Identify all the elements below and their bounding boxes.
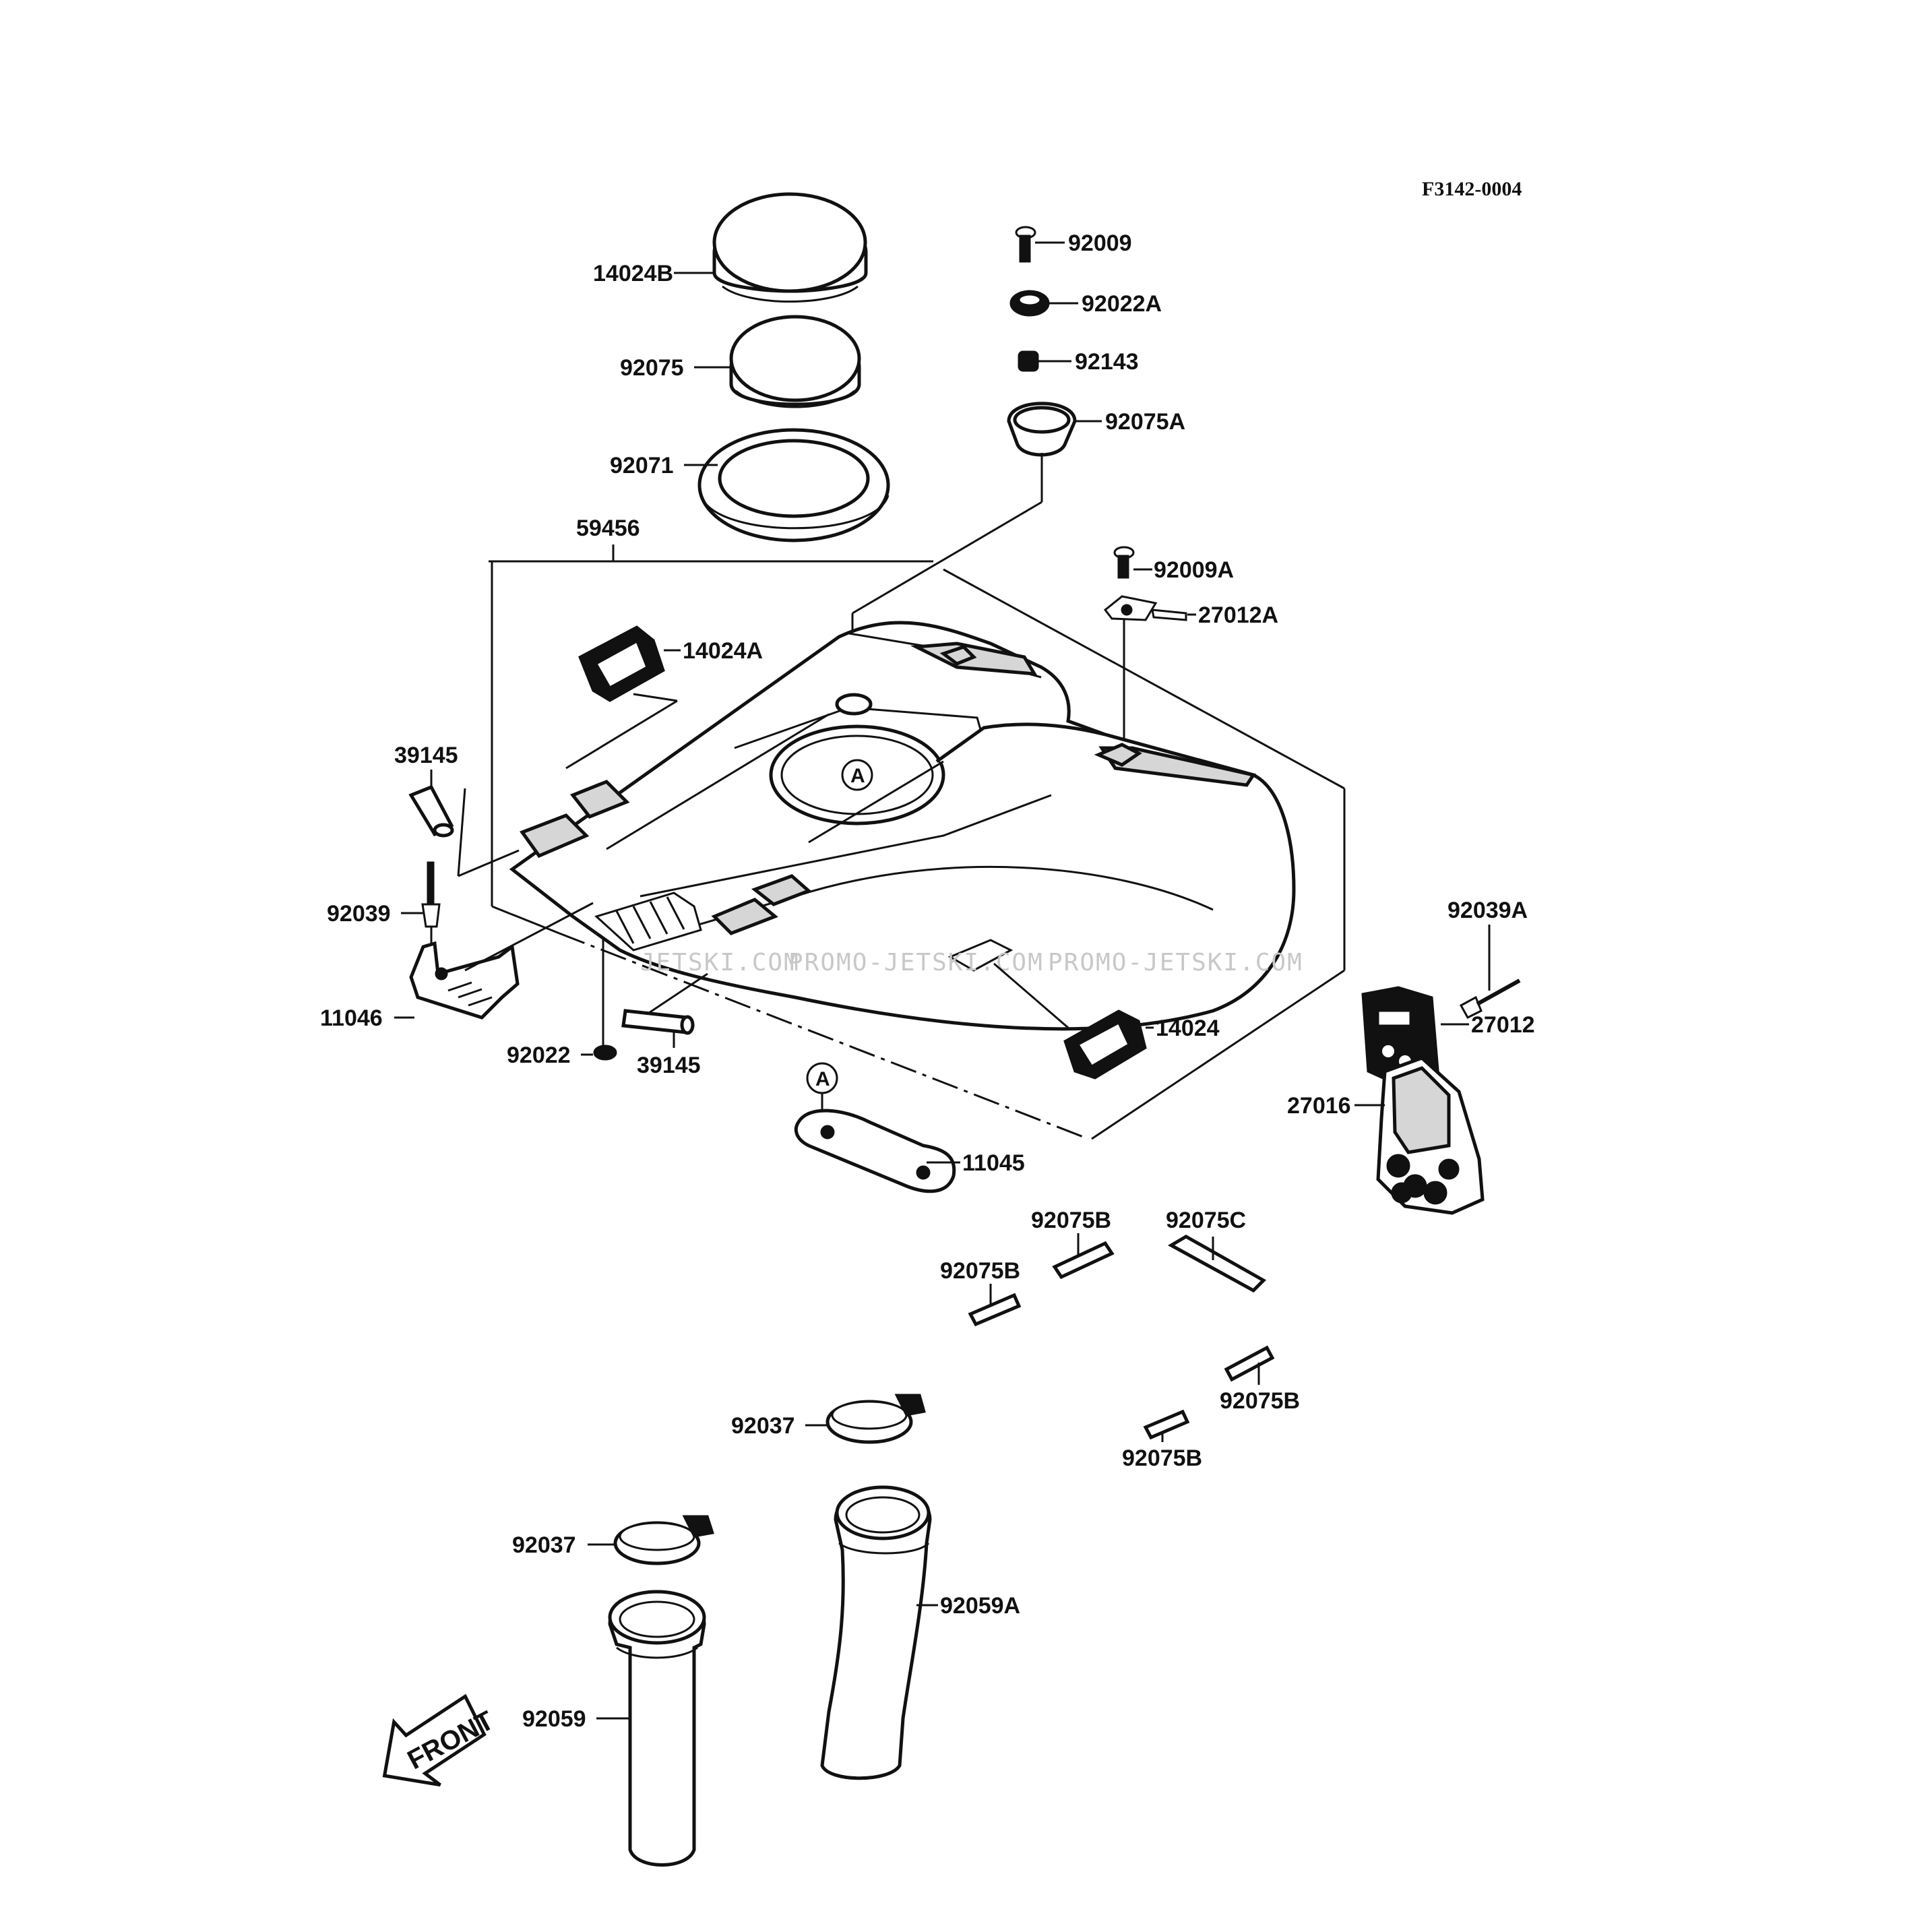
label-92143: 92143 <box>1075 349 1139 375</box>
label-14024a: 14024A <box>683 638 763 664</box>
strip-92075b-1 <box>1052 1241 1115 1280</box>
label-92075b-3: 92075B <box>1220 1388 1300 1414</box>
label-92075c: 92075C <box>1166 1208 1246 1233</box>
label-39145-bottom: 39145 <box>637 1053 701 1078</box>
label-92022: 92022 <box>507 1042 571 1068</box>
rivet-92039a <box>1459 978 1521 1019</box>
label-92022a: 92022A <box>1082 291 1162 317</box>
strip-92075c <box>1167 1235 1267 1293</box>
label-92059a: 92059A <box>940 1593 1020 1619</box>
cap-14024b <box>712 192 868 303</box>
label-92009a: 92009A <box>1154 557 1234 583</box>
screw-92009a <box>1113 546 1135 579</box>
clamp-92037-2 <box>613 1515 714 1565</box>
label-92037-2: 92037 <box>512 1532 576 1558</box>
watermark-2: PROMO-JETSKI.COM <box>788 949 1044 976</box>
label-92075b-2: 92075B <box>940 1258 1020 1284</box>
label-11046: 11046 <box>320 1005 383 1031</box>
label-27012: 27012 <box>1471 1012 1535 1038</box>
washer-92022 <box>593 1045 617 1061</box>
grommet-92075a <box>1007 402 1077 457</box>
label-92071: 92071 <box>610 453 674 478</box>
label-27016: 27016 <box>1287 1093 1351 1119</box>
label-92039a: 92039A <box>1447 898 1528 923</box>
hose-92059 <box>608 1590 706 1867</box>
label-92075b-1: 92075B <box>1031 1208 1111 1233</box>
label-92075: 92075 <box>620 355 684 381</box>
label-92037-1: 92037 <box>731 1413 795 1439</box>
diagram-code: F3142-0004 <box>1422 178 1522 200</box>
strip-92075b-4 <box>1143 1409 1190 1440</box>
label-14024b: 14024B <box>593 261 673 286</box>
label-92059: 92059 <box>522 1706 586 1732</box>
label-11045: 11045 <box>962 1150 1025 1176</box>
bracket-11046 <box>409 941 520 1020</box>
strip-92075b-2 <box>968 1292 1022 1327</box>
bracket-27016 <box>1376 1056 1485 1215</box>
pin-39145-bottom <box>621 1009 695 1035</box>
label-14024: 14024 <box>1156 1016 1220 1041</box>
bracket-27012a <box>1103 595 1187 621</box>
ref-label-a-cover: A <box>850 765 865 787</box>
label-27012a: 27012A <box>1198 602 1278 628</box>
label-92009: 92009 <box>1068 230 1132 256</box>
cap-92075 <box>729 315 861 408</box>
bushing-92143 <box>1018 350 1039 372</box>
watermark-1: JETSKI.COM <box>640 949 800 976</box>
screw-92009 <box>1015 226 1036 263</box>
front-arrow: FRONT <box>382 1693 499 1787</box>
label-92075a: 92075A <box>1105 409 1185 435</box>
ring-92071 <box>697 428 890 542</box>
washer-92022a <box>1009 290 1050 317</box>
bracket-11045 <box>794 1109 956 1193</box>
pin-39145-top <box>408 784 454 838</box>
rivet-92039 <box>421 861 441 928</box>
ref-label-a-bracket: A <box>815 1068 830 1090</box>
hose-92059a <box>820 1485 932 1780</box>
strip-92075b-3 <box>1224 1345 1275 1382</box>
label-39145-top: 39145 <box>394 743 458 768</box>
seal-14024a <box>578 625 665 702</box>
seal-14024 <box>1063 1009 1147 1080</box>
label-59456: 59456 <box>576 516 640 541</box>
watermark-3: PROMO-JETSKI.COM <box>1048 949 1303 976</box>
label-92039: 92039 <box>327 901 391 927</box>
label-92075b-4: 92075B <box>1122 1445 1202 1471</box>
clamp-92037-1 <box>825 1394 926 1444</box>
hull-cover-59456 <box>509 621 1296 1031</box>
ref-circle-a-cover <box>841 759 873 791</box>
